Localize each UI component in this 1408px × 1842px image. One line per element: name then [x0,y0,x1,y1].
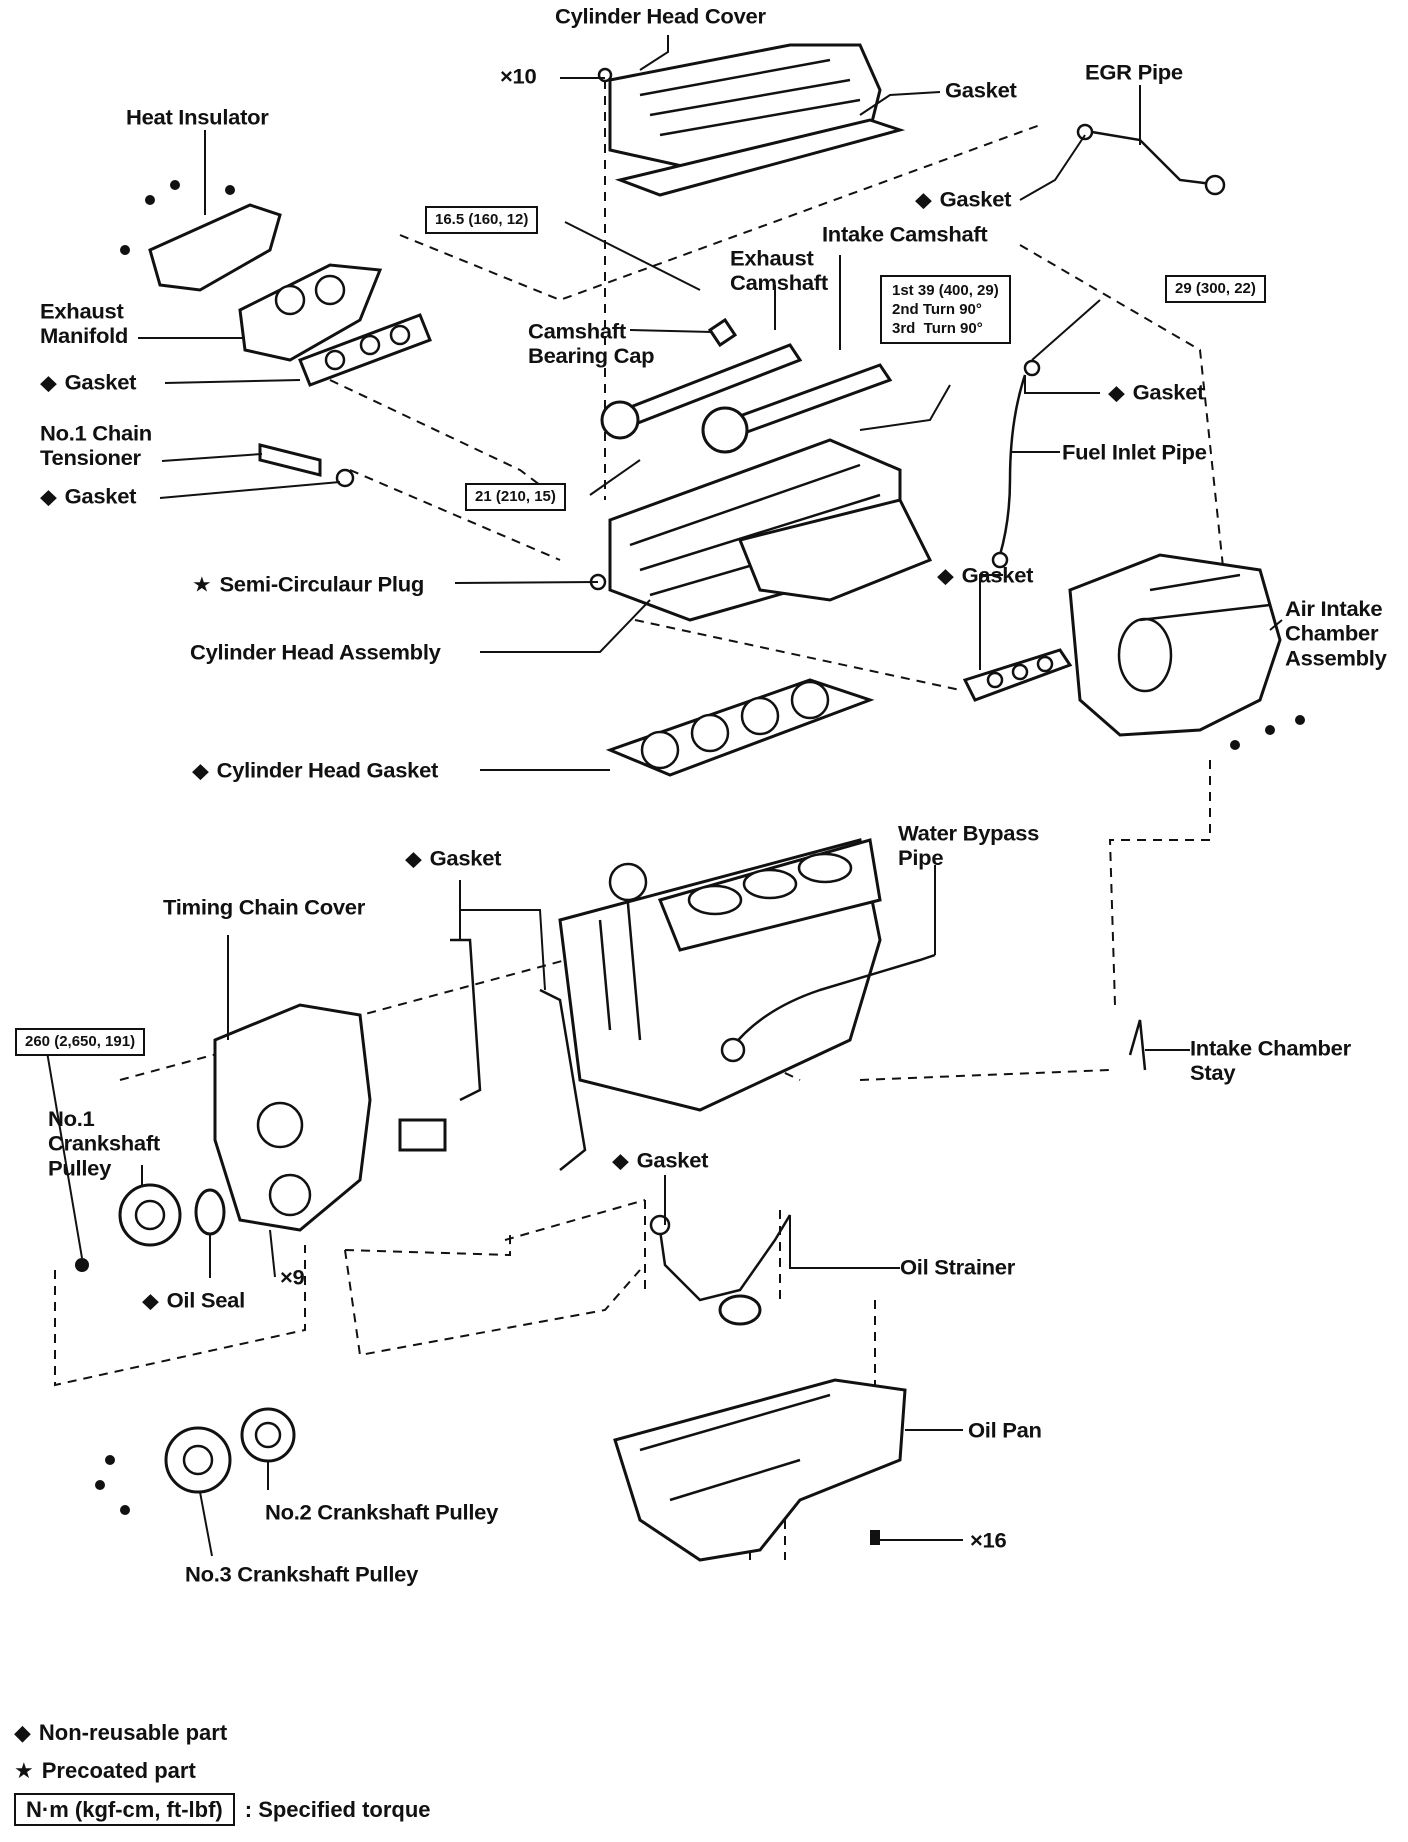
legend-non-reusable: ◆Non-reusable part [14,1720,228,1745]
label-water-bypass-pipe: Water Bypass Pipe [898,821,1040,870]
label-gasket-manifold: ◆Gasket [40,370,137,395]
label-no3-crankshaft-pulley: No.3 Crankshaft Pulley [185,1562,419,1587]
oil-pan-drawing [613,1378,907,1562]
label-intake-camshaft: Intake Camshaft [822,222,988,247]
torque-box-260: 260 (2,650, 191) [15,1028,146,1056]
label-no1-crankshaft-pulley: No.1 Crankshaft Pulley [48,1106,160,1181]
label-timing-chain-cover: Timing Chain Cover [163,895,365,920]
label-heat-insulator: Heat Insulator [126,105,269,130]
label-semi-circular-plug: ★Semi-Circulaur Plug [192,572,425,597]
crank-pulley-pair-drawing [95,1407,296,1515]
non-reusable-diamond-icon: ◆ [915,187,932,212]
cylinder-head-cover-drawing [597,43,906,197]
non-reusable-diamond-icon: ◆ [937,563,954,588]
torque-box-21: 21 (210, 15) [465,483,566,511]
label-gasket-egr: ◆Gasket [915,187,1012,212]
label-no1-chain-tensioner: No.1 Chain Tensioner [40,421,152,470]
precoated-star-icon: ★ [14,1758,34,1783]
non-reusable-diamond-icon: ◆ [40,484,57,509]
exhaust-manifold-drawing [238,263,432,387]
chain-tensioner-drawing [258,443,355,488]
label-intake-chamber-stay: Intake Chamber Stay [1190,1036,1351,1085]
non-reusable-diamond-icon: ◆ [192,758,209,783]
legend-specified-torque: N·m (kgf-cm, ft-lbf): Specified torque [14,1793,431,1826]
leader-lines [44,35,1283,1557]
oil-strainer-drawing [649,1214,792,1326]
intake-chamber-stay-drawing [1128,1019,1147,1071]
torque-box-cylinder-head-bolts: 1st 39 (400, 29) 2nd Turn 90° 3rd Turn 9… [880,275,1011,344]
torque-box-16-5: 16.5 (160, 12) [425,206,539,234]
torque-box-29: 29 (300, 22) [1165,275,1266,303]
label-fuel-inlet-pipe: Fuel Inlet Pipe [1062,440,1207,465]
air-intake-chamber-drawing [1068,553,1305,750]
non-reusable-diamond-icon: ◆ [405,846,422,871]
non-reusable-diamond-icon: ◆ [1108,380,1125,405]
camshaft-drawings [600,317,893,454]
label-gasket-strainer: ◆Gasket [612,1148,709,1173]
label-no2-crankshaft-pulley: No.2 Crankshaft Pulley [265,1500,499,1525]
non-reusable-diamond-icon: ◆ [14,1720,31,1745]
label-cylinder-head-cover: Cylinder Head Cover [555,4,766,29]
label-x10: ×10 [500,64,537,89]
label-gasket-cover: Gasket [945,78,1017,103]
timing-chain-cover-drawing [213,1003,447,1232]
label-exhaust-manifold: Exhaust Manifold [40,299,129,348]
cylinder-head-gasket-drawing [605,678,875,777]
legend-precoated: ★Precoated part [14,1758,196,1783]
label-exhaust-camshaft: Exhaust Camshaft [730,246,828,295]
label-oil-strainer: Oil Strainer [900,1255,1015,1280]
label-air-intake-chamber: Air Intake Chamber Assembly [1285,596,1387,671]
label-x16: ×16 [970,1528,1007,1553]
label-cylinder-head-assembly: Cylinder Head Assembly [190,640,441,665]
cylinder-head-drawing [589,438,933,622]
label-camshaft-bearing-cap: Camshaft Bearing Cap [528,319,655,368]
label-cylinder-head-gasket: ◆Cylinder Head Gasket [192,758,439,783]
label-egr-pipe: EGR Pipe [1085,60,1183,85]
non-reusable-diamond-icon: ◆ [612,1148,629,1173]
non-reusable-diamond-icon: ◆ [40,370,57,395]
assembly-guide-lines [54,80,1236,1560]
cylinder-block-drawing [558,838,882,1112]
label-gasket-fuel: ◆Gasket [1108,380,1205,405]
non-reusable-diamond-icon: ◆ [142,1288,159,1313]
label-gasket-tensioner: ◆Gasket [40,484,137,509]
label-oil-seal: ◆Oil Seal [142,1288,245,1313]
no1-pulley-drawing [75,1183,226,1272]
label-gasket-intake: ◆Gasket [937,563,1034,588]
water-bypass-pipe-drawing [720,953,936,1063]
intake-gasket-drawing [962,648,1073,702]
heat-insulator-drawing [120,180,282,292]
timing-gasket-drawing [450,938,587,1171]
precoated-star-icon: ★ [192,572,212,597]
label-gasket-timing: ◆Gasket [405,846,502,871]
torque-unit-box: N·m (kgf-cm, ft-lbf) [14,1793,235,1826]
label-x9: ×9 [280,1265,305,1290]
label-oil-pan: Oil Pan [968,1418,1042,1443]
pipe-drawings [991,123,1226,569]
